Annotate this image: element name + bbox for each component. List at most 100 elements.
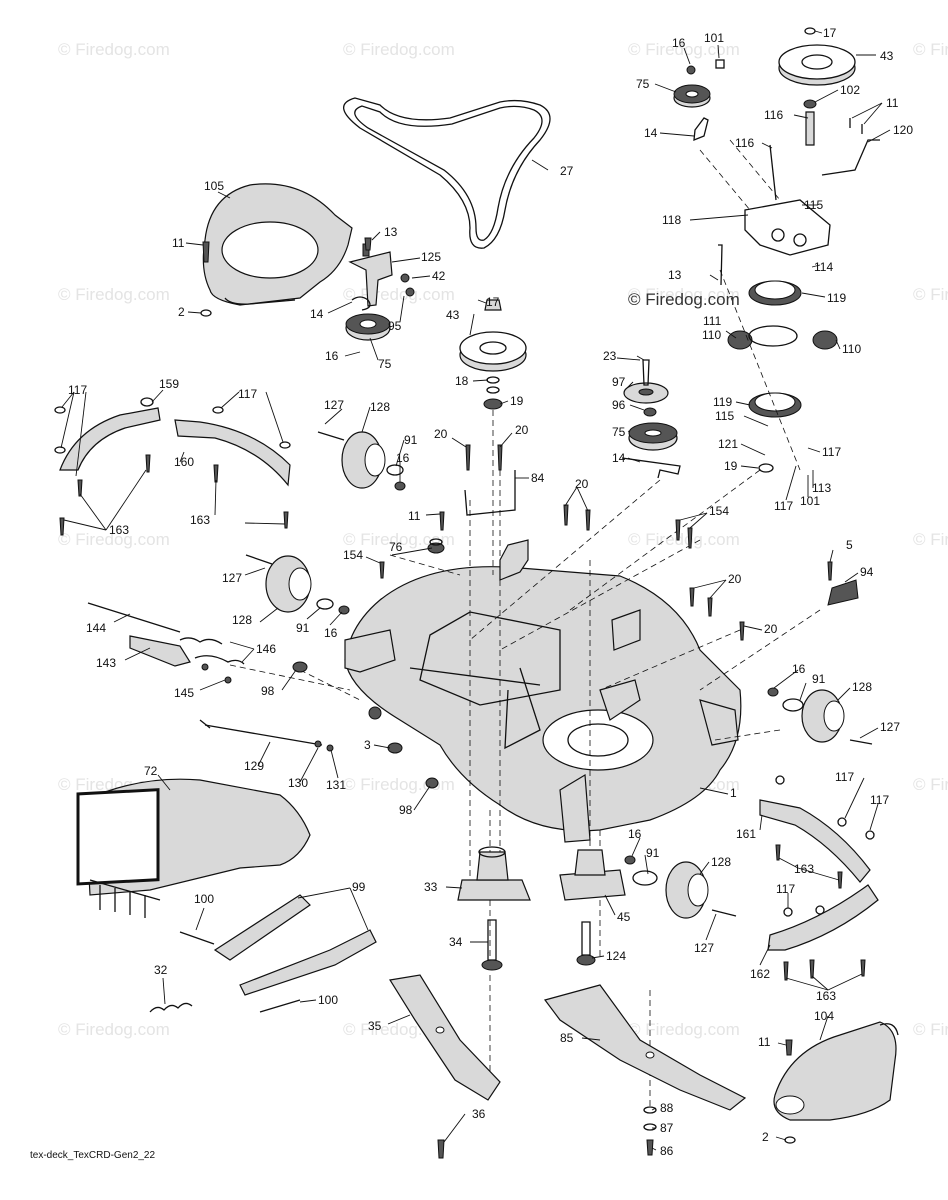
callout-label: 120 — [893, 123, 913, 137]
callout-label: 18 — [455, 374, 469, 388]
callout-label: 20 — [515, 423, 529, 437]
callout-label: 100 — [318, 993, 338, 1007]
callout-label: 1 — [730, 786, 737, 800]
callout-label: 87 — [660, 1121, 674, 1135]
watermark-text: © Firedog.com — [58, 530, 170, 549]
callout-label: 163 — [794, 862, 814, 876]
callout-label: 14 — [310, 307, 324, 321]
callout-label: 14 — [612, 451, 626, 465]
callout-label: 11 — [758, 1035, 771, 1049]
watermark-text: © Firedog.com — [628, 40, 740, 59]
callout-label: 95 — [388, 319, 402, 333]
callout-label: 117 — [870, 793, 889, 807]
callout-label: 117 — [835, 770, 854, 784]
callout-label: 98 — [261, 684, 275, 698]
callout-label: 84 — [531, 471, 545, 485]
callout-label: 143 — [96, 656, 116, 670]
callout-label: 45 — [617, 910, 631, 924]
callout-label: 17 — [486, 295, 500, 309]
watermark-text: © Firedog.com — [343, 530, 455, 549]
callout-label: 119 — [713, 395, 732, 409]
callout-label: 125 — [421, 250, 441, 264]
callout-label: 115 — [804, 198, 823, 212]
callout-label: 91 — [812, 672, 826, 686]
callout-label: 154 — [709, 504, 729, 518]
callout-label: 127 — [324, 398, 344, 412]
callout-label: 2 — [762, 1130, 769, 1144]
callout-label: 23 — [603, 349, 617, 363]
callout-label: 145 — [174, 686, 194, 700]
callout-label: 116 — [764, 108, 783, 122]
callout-label: 144 — [86, 621, 106, 635]
callout-label: 161 — [736, 827, 756, 841]
callout-label: 75 — [636, 77, 650, 91]
callout-label: 5 — [846, 538, 853, 552]
callout-label: 102 — [840, 83, 860, 97]
callout-label: 130 — [288, 776, 308, 790]
callout-label: 116 — [735, 136, 754, 150]
callout-label: 101 — [800, 494, 820, 508]
callout-label: 117 — [238, 387, 257, 401]
callout-label: 163 — [109, 523, 129, 537]
callout-label: 16 — [396, 451, 410, 465]
callout-label: 100 — [194, 892, 214, 906]
callout-label: 105 — [204, 179, 224, 193]
callout-label: 16 — [325, 349, 339, 363]
callout-label: 19 — [724, 459, 738, 473]
callout-label: 43 — [446, 308, 460, 322]
callout-label: 128 — [370, 400, 390, 414]
callout-label: 91 — [646, 846, 660, 860]
callout-label: 119 — [827, 291, 846, 305]
callout-label: 128 — [711, 855, 731, 869]
callout-label: 91 — [296, 621, 310, 635]
callout-label: 117 — [776, 882, 795, 896]
callout-label: 2 — [178, 305, 185, 319]
callout-label: 121 — [718, 437, 738, 451]
callout-label: 20 — [764, 622, 778, 636]
callout-label: 128 — [232, 613, 252, 627]
watermark-text: © Firedog.com — [343, 285, 455, 304]
callout-label: 16 — [672, 36, 686, 50]
callout-label: 114 — [814, 260, 833, 274]
callout-label: 117 — [774, 499, 793, 513]
callout-label: 32 — [154, 963, 168, 977]
watermark-text: © Firedog.com — [913, 530, 948, 549]
callout-label: 127 — [222, 571, 242, 585]
watermark-center: © Firedog.com — [628, 290, 740, 309]
watermark-text: © Firedog.com — [58, 285, 170, 304]
deck-parts — [54, 27, 899, 1159]
callout-label: 3 — [364, 738, 371, 752]
callout-label: 127 — [880, 720, 900, 734]
callout-label: 124 — [606, 949, 626, 963]
callout-label: 101 — [704, 31, 724, 45]
callout-label: 146 — [256, 642, 276, 656]
callout-label: 128 — [852, 680, 872, 694]
callout-label: 16 — [324, 626, 338, 640]
callout-label: 113 — [812, 481, 831, 495]
callout-label: 110 — [842, 342, 861, 356]
callout-label: 42 — [432, 269, 446, 283]
watermark-text: © Firedog.com — [913, 40, 948, 59]
callout-label: 127 — [694, 941, 714, 955]
callout-label: 13 — [668, 268, 682, 282]
callout-label: 96 — [612, 398, 626, 412]
callout-label: 98 — [399, 803, 413, 817]
callout-label: 14 — [644, 126, 658, 140]
callout-label: 97 — [612, 375, 626, 389]
callout-label: 117 — [68, 383, 87, 397]
callout-label: 43 — [880, 49, 894, 63]
callout-label: 104 — [814, 1009, 834, 1023]
callout-labels: 17 43 102 11 120 116 116 115 118 16 101 … — [68, 26, 913, 1158]
watermark-text: © Firedog.com — [913, 775, 948, 794]
callout-label: 129 — [244, 759, 264, 773]
callout-label: 88 — [660, 1101, 674, 1115]
callout-label: 94 — [860, 565, 874, 579]
callout-label: 13 — [384, 225, 398, 239]
callout-label: 99 — [352, 880, 366, 894]
callout-label: 160 — [174, 455, 194, 469]
callout-label: 118 — [662, 213, 681, 227]
callout-label: 162 — [750, 967, 770, 981]
callout-label: 75 — [378, 357, 392, 371]
watermark-text: © Firedog.com — [628, 1020, 740, 1039]
